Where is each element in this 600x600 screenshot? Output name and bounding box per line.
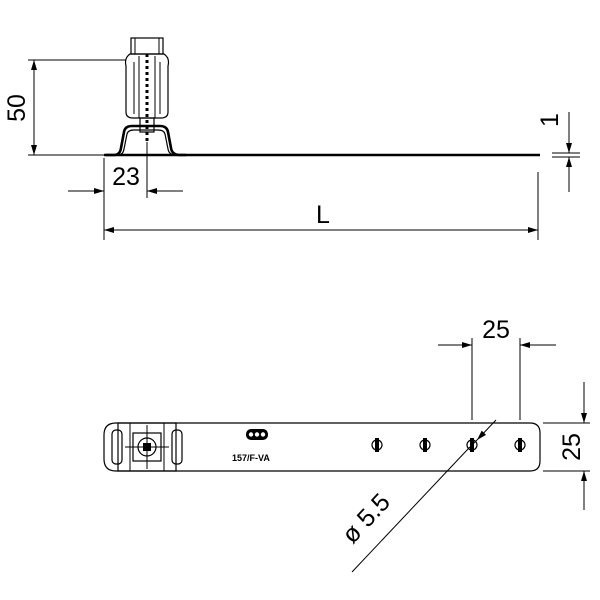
dimension-offset: 23 <box>68 142 183 240</box>
dim-hole-diameter-label: ø 5.5 <box>336 488 395 549</box>
dim-hole-spacing-label: 25 <box>482 316 510 344</box>
bracket-inner-profile <box>117 129 177 156</box>
hole <box>514 438 526 452</box>
dimension-length: L <box>104 172 539 240</box>
part-label: 157/F-VA <box>232 453 270 463</box>
clamp-block <box>111 422 183 472</box>
dim-thickness-label: 1 <box>536 113 564 127</box>
dimension-thickness: 1 <box>536 112 580 192</box>
hole <box>419 438 431 452</box>
strap-outline <box>103 422 541 472</box>
dim-length-label: L <box>316 201 330 229</box>
dim-width-label: 25 <box>558 433 586 461</box>
logo-mark <box>246 429 268 440</box>
side-view: 50 1 23 L <box>3 37 580 240</box>
mounting-holes <box>371 438 526 452</box>
dimension-hole-spacing: 25 <box>438 316 556 420</box>
top-view: 157/F-VA 25 <box>103 316 590 573</box>
dim-offset-label: 23 <box>112 163 140 191</box>
dimension-height: 50 <box>3 59 126 156</box>
dimension-width: 25 <box>543 382 590 510</box>
clamp-bolt <box>124 37 170 142</box>
hole <box>371 438 383 452</box>
dim-height-label: 50 <box>3 94 31 122</box>
